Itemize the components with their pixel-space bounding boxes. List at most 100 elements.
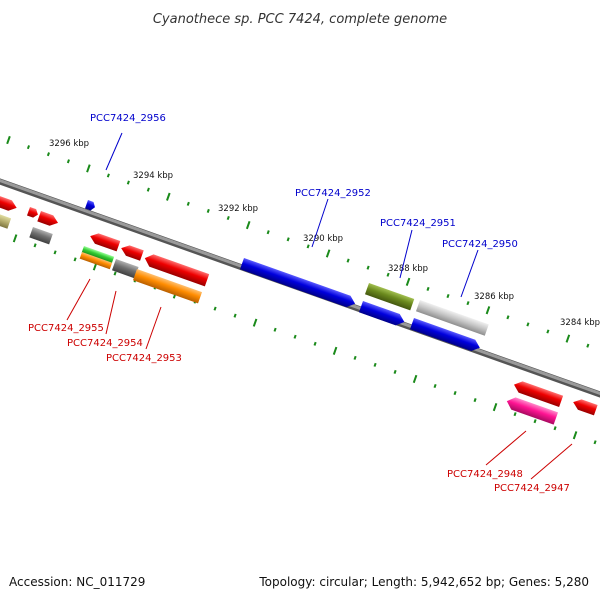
gene-feature-2954[interactable]: [111, 259, 139, 279]
position-tick-labels: 3296 kbp 3294 kbp 3292 kbp 3290 kbp 3288…: [49, 139, 600, 328]
tick-mark: [533, 419, 537, 424]
tick-mark: [293, 334, 297, 339]
tick-mark: [273, 327, 277, 332]
gene-feature-2955[interactable]: [81, 246, 115, 264]
gene-label-2956[interactable]: PCC7424_2956: [90, 113, 166, 124]
gene-feature-2947[interactable]: [571, 397, 598, 416]
leader-line-2954: [105, 290, 117, 335]
gene-feature-reverse-blue[interactable]: [358, 301, 406, 328]
leader-line-2948: [485, 430, 527, 466]
tick-mark: [86, 164, 91, 173]
tick-mark: [245, 221, 251, 230]
tick-mark: [313, 341, 317, 346]
tick-mark: [433, 383, 437, 389]
tick-mark: [526, 322, 530, 327]
gene-feature-2952[interactable]: [239, 258, 357, 309]
gene-label-2951[interactable]: PCC7424_2951: [380, 218, 456, 229]
tick-mark: [553, 426, 557, 431]
gene-feature-2951[interactable]: [364, 283, 415, 311]
tick-mark: [546, 329, 550, 334]
leader-line-2947: [530, 443, 573, 480]
tick-mark: [485, 306, 491, 315]
tick-mark: [66, 159, 70, 164]
tick-mark: [46, 152, 50, 157]
tick-label-3296: 3296 kbp: [49, 139, 89, 149]
tick-mark: [586, 343, 590, 348]
tick-label-3290: 3290 kbp: [303, 234, 343, 244]
gene-label-2954[interactable]: PCC7424_2954: [67, 338, 143, 349]
gene-label-2950[interactable]: PCC7424_2950: [442, 239, 518, 250]
tick-mark: [446, 294, 450, 299]
gene-label-2952[interactable]: PCC7424_2952: [295, 188, 371, 199]
tick-mark: [366, 265, 370, 270]
gene-feature-left-a[interactable]: [0, 194, 19, 213]
leader-line-2956: [105, 132, 123, 171]
tick-mark: [572, 431, 578, 440]
accession-text: Accession: NC_011729: [9, 575, 145, 589]
leader-line-2950: [460, 249, 479, 298]
tick-mark: [146, 187, 150, 192]
gene-feature-left-d[interactable]: [0, 213, 12, 229]
gene-feature-2955-red-b[interactable]: [119, 243, 144, 261]
tick-mark: [405, 277, 411, 286]
tick-mark: [453, 391, 457, 396]
tick-mark: [565, 334, 571, 343]
gene-label-2955[interactable]: PCC7424_2955: [28, 323, 104, 334]
leader-line-2952: [311, 198, 329, 248]
tick-mark: [266, 230, 270, 235]
gene-feature-reverse-blue-b[interactable]: [409, 318, 482, 353]
tick-mark: [386, 272, 390, 277]
gene-label-2947[interactable]: PCC7424_2947: [494, 483, 570, 494]
tick-mark: [226, 215, 230, 221]
tick-mark: [166, 192, 171, 201]
tick-mark: [213, 306, 217, 311]
tick-mark: [492, 402, 498, 412]
tick-mark: [186, 201, 190, 206]
gene-feature-2956[interactable]: [84, 200, 96, 211]
tick-label-3292: 3292 kbp: [218, 204, 258, 214]
tick-mark: [53, 250, 57, 255]
gene-feature-2955-b[interactable]: [79, 252, 113, 270]
gene-feature-2950[interactable]: [415, 300, 489, 336]
inner-tick-row: [12, 234, 597, 445]
tick-mark: [466, 301, 470, 306]
forward-gene-labels: PCC7424_2956 PCC7424_2952 PCC7424_2951 P…: [90, 113, 518, 250]
genome-summary-text: Topology: circular; Length: 5,942,652 bp…: [258, 575, 589, 589]
tick-mark: [73, 257, 77, 262]
gene-label-2948[interactable]: PCC7424_2948: [447, 469, 523, 480]
map-title: Cyanothece sp. PCC 7424, complete genome: [153, 12, 447, 27]
gene-features: [0, 194, 598, 425]
tick-mark: [426, 286, 430, 291]
tick-label-3294: 3294 kbp: [133, 171, 173, 181]
tick-mark: [506, 315, 510, 320]
tick-mark: [306, 244, 310, 249]
tick-mark: [373, 362, 377, 367]
tick-mark: [286, 237, 290, 242]
tick-mark: [325, 249, 331, 258]
tick-mark: [233, 313, 237, 318]
gene-feature-2955-red[interactable]: [88, 231, 121, 252]
tick-mark: [106, 173, 110, 178]
gene-feature-2953-red[interactable]: [143, 252, 210, 287]
outer-tick-row: [6, 135, 590, 348]
leader-line-2955: [66, 278, 91, 321]
tick-label-3288: 3288 kbp: [388, 264, 428, 274]
gene-feature-left-b[interactable]: [26, 207, 39, 219]
tick-mark: [206, 208, 210, 213]
gene-feature-left-e[interactable]: [29, 227, 53, 245]
tick-mark: [412, 374, 418, 384]
tick-mark: [346, 258, 350, 263]
gene-label-2953[interactable]: PCC7424_2953: [106, 353, 182, 364]
tick-mark: [353, 355, 357, 360]
gene-feature-2948[interactable]: [512, 379, 564, 408]
gene-feature-2948-b[interactable]: [505, 395, 559, 425]
tick-mark: [6, 135, 11, 145]
reverse-gene-labels: PCC7424_2955 PCC7424_2954 PCC7424_2953 P…: [28, 323, 570, 494]
gene-feature-left-c[interactable]: [37, 211, 60, 228]
tick-mark: [593, 440, 597, 445]
tick-mark: [113, 271, 117, 276]
tick-mark: [252, 318, 258, 327]
tick-mark: [126, 180, 130, 185]
gene-feature-2953[interactable]: [132, 269, 203, 304]
